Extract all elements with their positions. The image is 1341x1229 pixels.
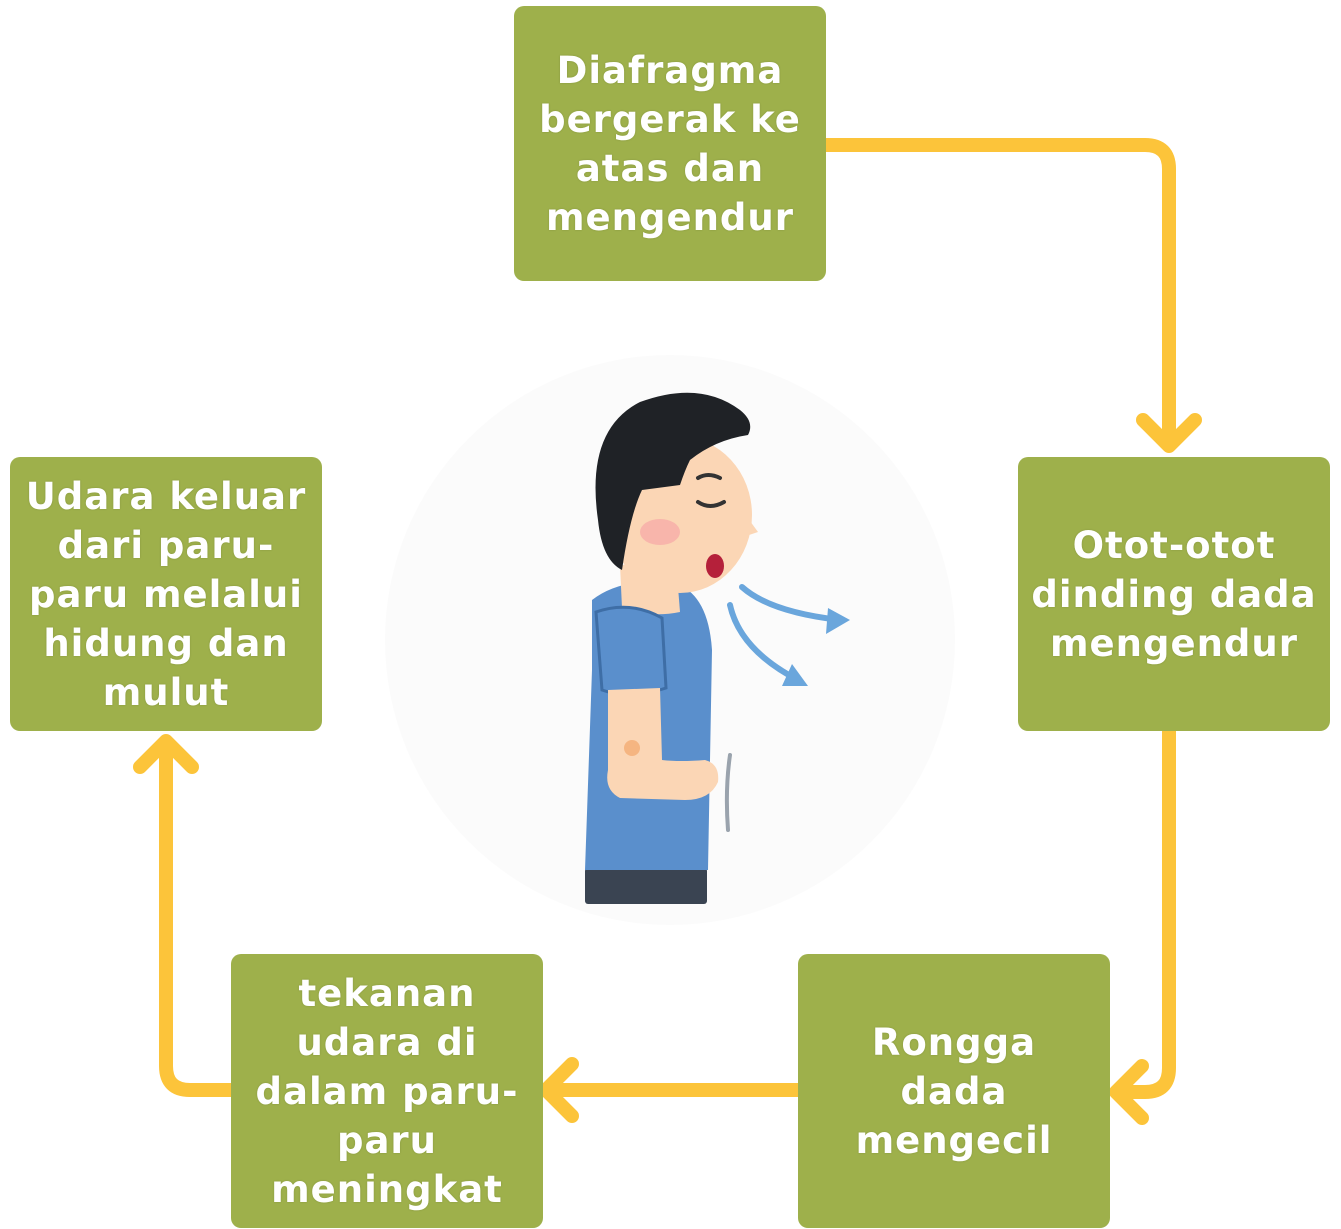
sleeve	[594, 605, 668, 697]
step-box-air-out: Udara keluar dari paru- paru melalui hid…	[10, 457, 322, 731]
breath-arrowhead-lower	[782, 664, 808, 686]
cheek	[640, 519, 680, 545]
arrowhead-up	[133, 734, 199, 774]
step-text-5: Udara keluar dari paru- paru melalui hid…	[25, 474, 307, 714]
arrow-right-to-bottomright	[1111, 724, 1176, 1099]
closed-eye	[696, 500, 726, 508]
arrowhead-down	[1136, 413, 1202, 453]
motion-line	[724, 753, 732, 832]
step-box-chest-muscles: Otot-otot dinding dada mengendur	[1018, 457, 1330, 731]
step-text-4: tekanan udara di dalam paru- paru mening…	[255, 971, 519, 1211]
step-box-lung-pressure: tekanan udara di dalam paru- paru mening…	[231, 954, 543, 1228]
step-box-chest-cavity: Rongga dada mengecil	[798, 954, 1110, 1228]
arrow-bottomleft-to-left	[159, 735, 238, 1097]
step-box-diaphragm: Diafragma bergerak ke atas dan mengendur	[514, 6, 826, 281]
step-text-1: Diafragma bergerak ke atas dan mengendur	[539, 48, 801, 239]
step-text-3: Rongga dada mengecil	[855, 1020, 1053, 1162]
arrowhead-left-2	[539, 1057, 579, 1123]
bandage	[624, 740, 640, 756]
nose	[740, 510, 758, 538]
step-text-2: Otot-otot dinding dada mengendur	[1031, 523, 1317, 665]
breath-arrow-lower	[727, 602, 801, 683]
arrow-top-to-right	[819, 138, 1176, 452]
breath-arrow-upper	[739, 584, 843, 623]
mouth	[706, 554, 724, 578]
exhaling-person-illustration	[385, 355, 955, 925]
pants	[585, 868, 707, 904]
hair	[595, 392, 751, 570]
arrowhead-left-1	[1109, 1059, 1149, 1125]
breath-arrowhead-upper	[826, 608, 850, 634]
eyebrow	[696, 473, 722, 480]
arm	[607, 688, 719, 800]
